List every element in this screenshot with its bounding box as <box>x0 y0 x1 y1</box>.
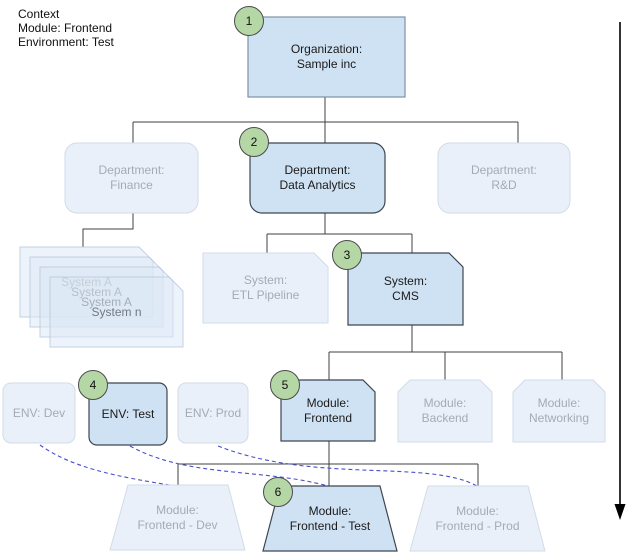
context-module-line: Module: Frontend <box>18 21 113 35</box>
edge-cms-to-modules <box>328 325 563 380</box>
step-badge-4: 4 <box>78 370 108 400</box>
dept-data-analytics-node-shape <box>249 142 386 214</box>
system-cms-node-shape <box>347 252 464 326</box>
instance-frontend-dev-node-shape <box>109 484 246 551</box>
system-etl-node-shape <box>202 252 329 324</box>
env-test-node-shape <box>88 382 168 446</box>
dept-finance-node-shape <box>64 142 199 214</box>
context-environment-line: Environment: Test <box>18 35 114 49</box>
step-badge-5: 5 <box>270 370 300 400</box>
env-dev-node-shape <box>2 382 76 444</box>
dept-rnd-node-shape <box>437 142 571 214</box>
context-note: Context Module: Frontend Environment: Te… <box>18 7 114 49</box>
step-badge-6: 6 <box>263 477 293 507</box>
step-badge-3: 3 <box>332 240 362 270</box>
edge-dataanalytics-to-systems <box>266 213 413 253</box>
step-badge-2: 2 <box>239 127 269 157</box>
system-stack-card-4 <box>49 276 184 348</box>
context-title: Context <box>18 7 60 21</box>
timeline-arrow-head <box>614 504 626 520</box>
step-badge-1: 1 <box>234 6 264 36</box>
organization-node-shape <box>247 16 406 98</box>
module-networking-node-shape <box>512 379 606 443</box>
module-backend-node-shape <box>397 379 493 443</box>
dashed-link-envdev-to-frontend-dev <box>39 444 177 487</box>
instance-frontend-prod-node-shape <box>409 485 546 552</box>
edge-frontend-to-instances <box>177 441 479 486</box>
dashed-link-envtest-to-frontend-test <box>129 445 329 487</box>
edge-finance-to-system-stack <box>82 213 134 247</box>
env-prod-node-shape <box>177 382 249 444</box>
instance-frontend-test-node-shape <box>262 485 398 552</box>
edge-org-to-departments <box>132 97 519 143</box>
dashed-link-envprod-to-frontend-prod <box>217 445 478 487</box>
